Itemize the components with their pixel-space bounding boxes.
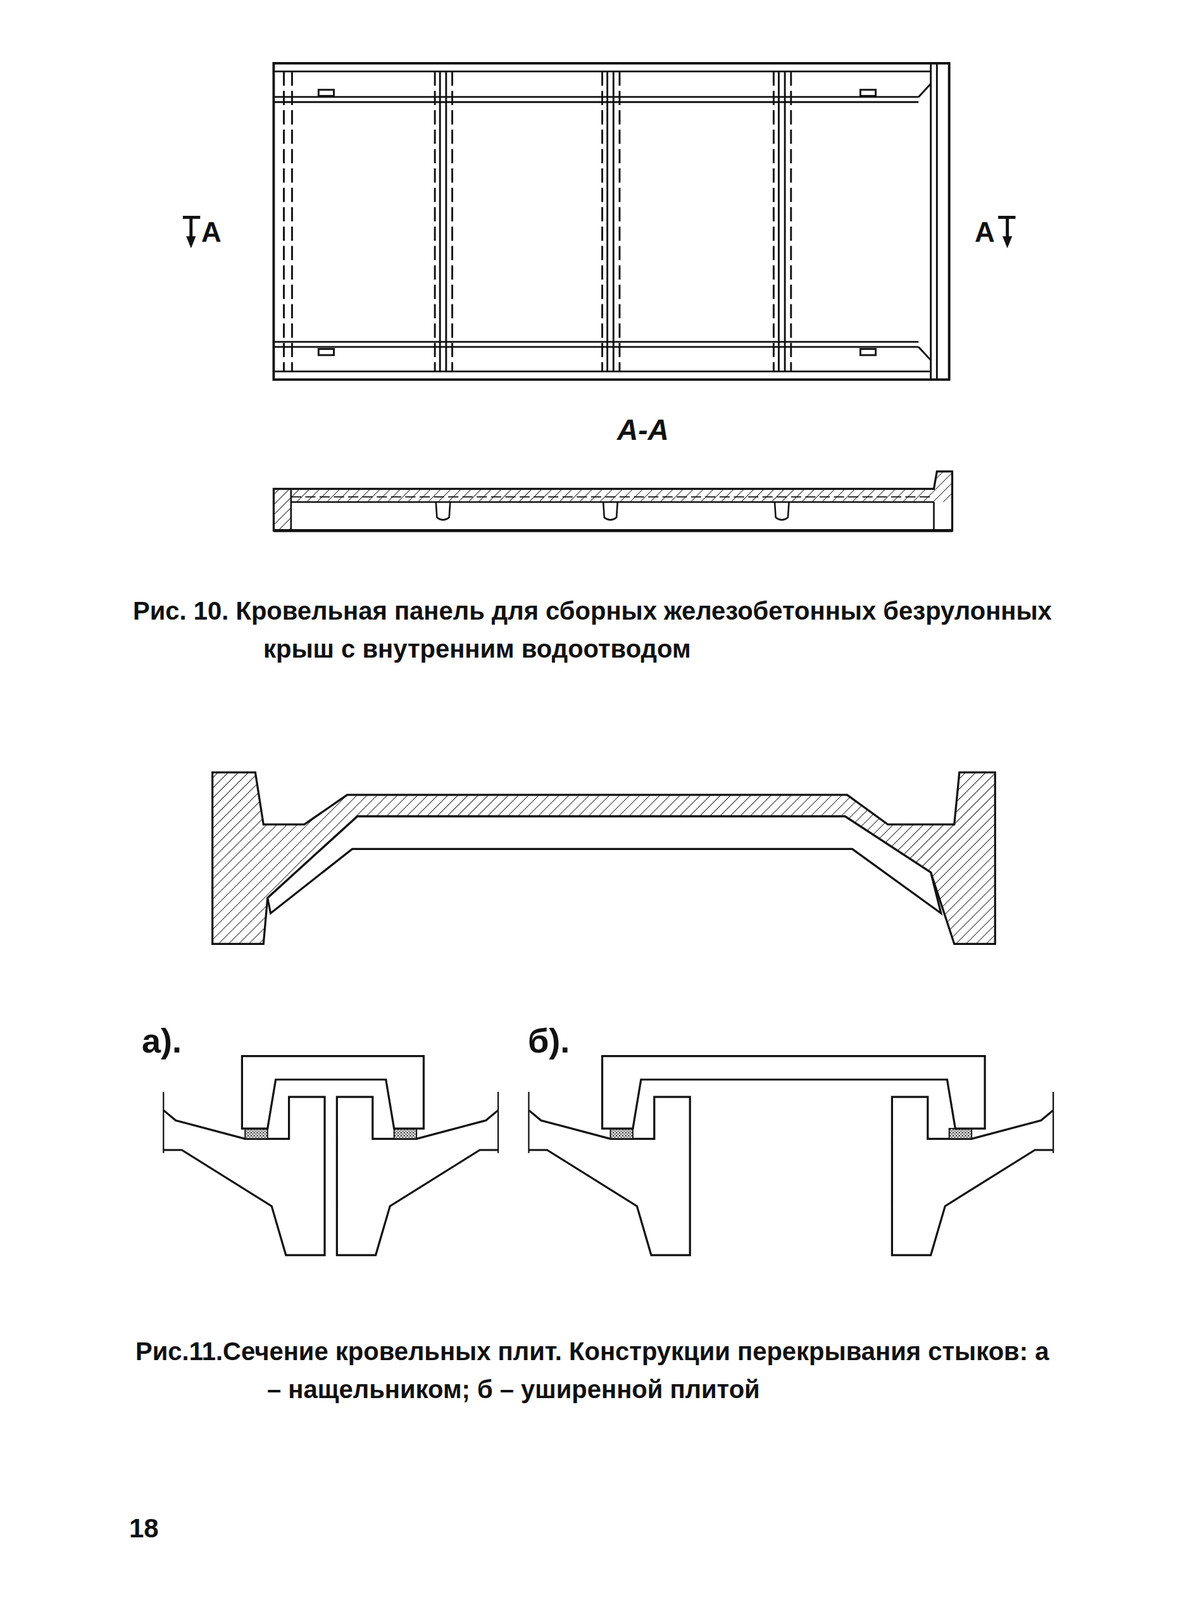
haunch-band bbox=[267, 816, 942, 914]
plate-section bbox=[212, 772, 996, 944]
break-line bbox=[162, 1091, 164, 1154]
lifting-loop bbox=[860, 348, 876, 356]
longitudinal-rib bbox=[273, 346, 919, 349]
hidden-rib-line bbox=[789, 71, 792, 372]
break-line bbox=[497, 1091, 499, 1154]
subfigure-label: а). bbox=[141, 1020, 182, 1062]
cover-strip bbox=[241, 1056, 424, 1129]
rib-line bbox=[777, 71, 780, 372]
break-line bbox=[527, 1091, 530, 1154]
end-block-hatch bbox=[273, 488, 291, 531]
section-outline bbox=[273, 471, 952, 532]
longitudinal-rib bbox=[273, 341, 919, 344]
wide-plate bbox=[602, 1056, 986, 1129]
end-curb-chamfer bbox=[918, 346, 931, 361]
gasket bbox=[244, 1128, 268, 1139]
section-base bbox=[273, 529, 952, 533]
break-line bbox=[1052, 1091, 1054, 1154]
end-block-line bbox=[290, 488, 293, 531]
panel-plan bbox=[273, 63, 949, 380]
longitudinal-rib bbox=[273, 96, 919, 99]
rib-line bbox=[784, 71, 787, 372]
slab-hatch bbox=[291, 488, 935, 502]
reinforcement-line bbox=[291, 496, 932, 498]
rib-line bbox=[612, 71, 615, 372]
section-aa bbox=[273, 471, 952, 532]
lifting-loop bbox=[318, 348, 334, 356]
end-curb-line bbox=[929, 63, 932, 380]
hidden-rib-line bbox=[282, 71, 285, 372]
section-arrow bbox=[1003, 236, 1012, 247]
hidden-rib-line bbox=[618, 71, 621, 372]
joint-cover-strip bbox=[163, 1056, 499, 1256]
section-mark: А bbox=[974, 215, 995, 249]
rib-section bbox=[436, 501, 451, 520]
hidden-rib-line bbox=[451, 71, 454, 372]
rib-section bbox=[774, 501, 790, 520]
page-number: 18 bbox=[129, 1512, 159, 1545]
end-curb-chamfer bbox=[918, 83, 931, 97]
joint-wide-plate bbox=[528, 1056, 1054, 1256]
section-mark: А bbox=[201, 215, 222, 249]
subfigure-label: б). bbox=[527, 1020, 570, 1062]
section-title: А-А bbox=[617, 412, 669, 448]
hidden-rib-line bbox=[291, 71, 294, 372]
rib-section bbox=[603, 501, 618, 520]
plate-cross-section bbox=[212, 772, 996, 944]
hidden-rib-line bbox=[772, 71, 775, 372]
lifting-loop bbox=[860, 89, 876, 97]
hidden-rib-line bbox=[601, 71, 604, 372]
rib-line bbox=[444, 71, 447, 372]
hidden-rib-line bbox=[434, 71, 437, 372]
panel-outline bbox=[273, 63, 949, 380]
lifting-loop bbox=[318, 89, 334, 97]
curb-line bbox=[932, 501, 935, 531]
gasket bbox=[610, 1128, 633, 1139]
end-curb-line bbox=[936, 63, 938, 380]
section-arrow bbox=[186, 236, 195, 247]
rib-line bbox=[606, 71, 609, 372]
longitudinal-rib bbox=[273, 101, 919, 104]
section-markers bbox=[182, 217, 1016, 247]
figure-caption: Рис.11.Сечение кровельных плит. Конструк… bbox=[135, 1332, 1059, 1409]
transverse-ribs bbox=[439, 71, 785, 372]
figure-caption: Рис. 10. Кровельная панель для сборных ж… bbox=[132, 591, 1068, 668]
gasket bbox=[394, 1128, 417, 1139]
rib-line bbox=[439, 71, 442, 372]
transverse-ribs-hidden bbox=[284, 71, 792, 372]
gasket bbox=[949, 1128, 972, 1139]
